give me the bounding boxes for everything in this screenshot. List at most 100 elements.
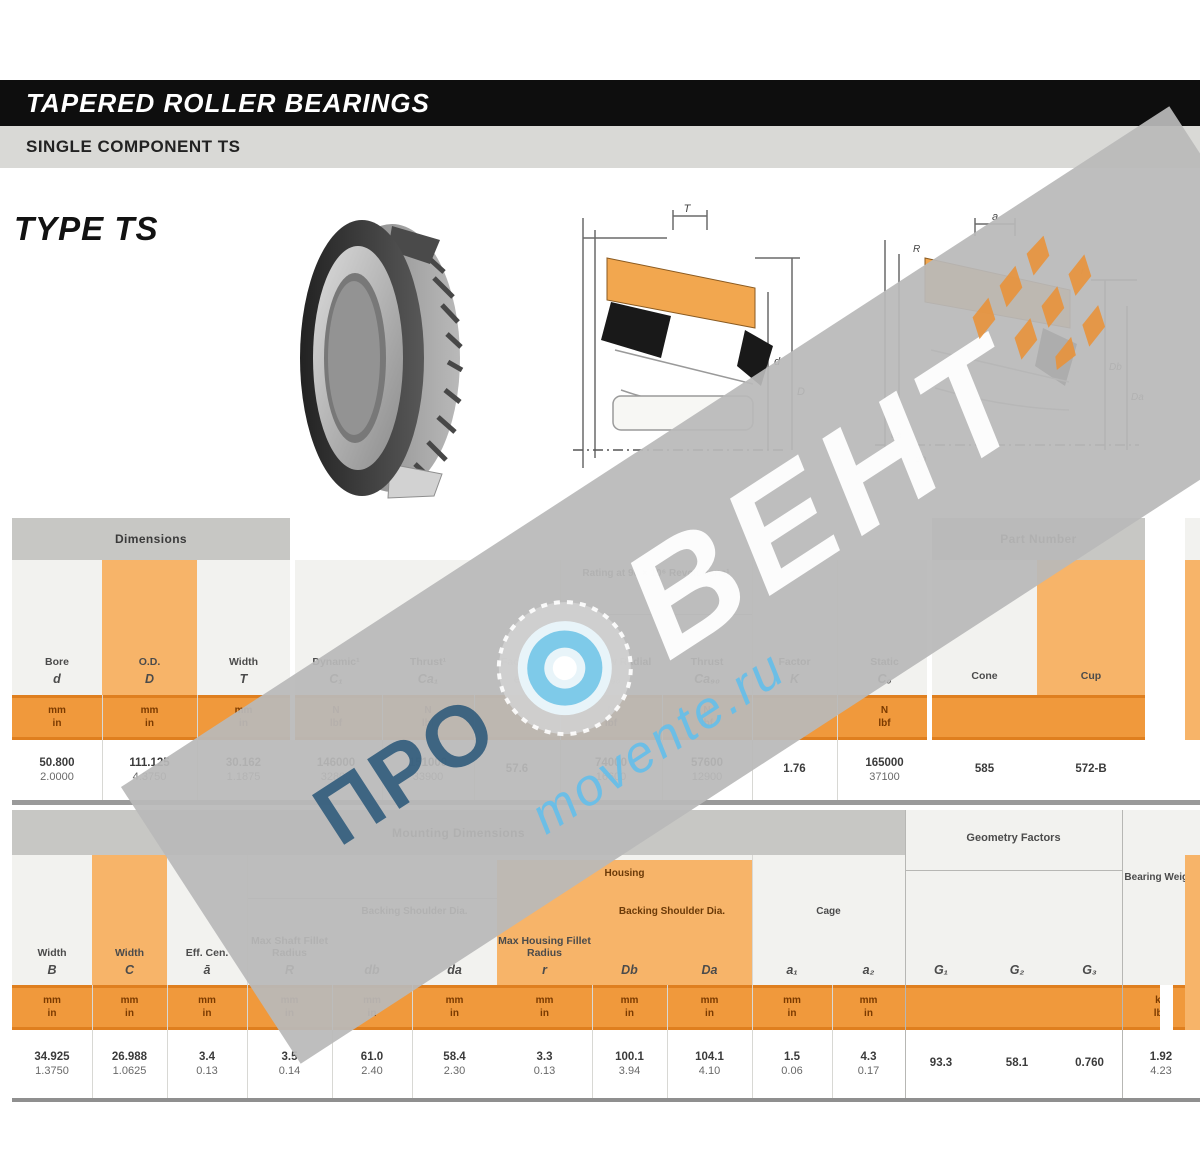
value-metric: 26.988 [111, 1051, 148, 1063]
unit-top: N [880, 705, 889, 716]
unit-top: mm [43, 995, 61, 1006]
col-symbol: D [144, 672, 155, 686]
col-symbol: K [789, 672, 800, 686]
col-symbol: R [284, 963, 295, 977]
ratings-table: Dimensions Part Number Rating at 90 × 10… [12, 518, 1200, 805]
unit-top: N [424, 705, 432, 716]
dim-label-db: db [915, 454, 927, 465]
value-inch: 0.13 [533, 1065, 556, 1077]
col-label: Factor [778, 656, 811, 669]
value-metric: 111.125 [129, 757, 170, 769]
value: 58.1 [1005, 1057, 1029, 1069]
value-inch: 2.0000 [40, 771, 74, 783]
page-subtitle: SINGLE COMPONENT TS [26, 137, 241, 156]
t1-col-cone-number: Cone 585 [932, 518, 1037, 805]
col-label: Width [228, 656, 259, 669]
col-label: One-Row Radial [570, 656, 652, 669]
value-metric: 165000 [865, 757, 904, 769]
value-metric: 100.1 [615, 1051, 644, 1063]
col-symbol: Da [701, 963, 718, 977]
value-metric: 1.5 [784, 1051, 800, 1063]
unit-bottom: lbf [329, 717, 343, 729]
dim-label-R: R [913, 244, 920, 255]
col-label: Factor [500, 656, 534, 669]
value-inch: 1.0625 [112, 1065, 147, 1077]
mounting-diagram: a R r da db Db Da [875, 211, 1144, 465]
col-symbol: Db [621, 963, 638, 977]
col-symbol: B [47, 963, 57, 977]
unit-bottom: in [47, 1007, 57, 1019]
value-metric: 30.162 [225, 757, 262, 769]
col-label: Dynamic¹ [312, 656, 360, 669]
t2-col-geometry-g2: G₂ 58.1 [977, 810, 1057, 1105]
dim-label-T: T [684, 203, 692, 215]
unit-bottom: in [239, 717, 248, 729]
value-metric: 57600 [691, 757, 723, 769]
unit-bottom: lbf [878, 717, 891, 729]
page-title: TAPERED ROLLER BEARINGS [26, 87, 430, 118]
col-symbol: Ca₁ [417, 672, 439, 686]
value-metric: 146000 [316, 757, 356, 769]
unit-bottom: in [125, 1007, 134, 1019]
subtitle-bar: SINGLE COMPONENT TS [0, 126, 1200, 168]
value-metric: 4.3 [860, 1051, 877, 1063]
col-symbol: a₂ [862, 963, 875, 977]
col-symbol: d [53, 672, 61, 686]
unit-top: mm [234, 705, 253, 716]
col-symbol: a₁ [786, 963, 798, 977]
col-label: Thrust¹ [409, 656, 447, 669]
mounting-table: Mounting Dimensions Housing Backing Shou… [12, 810, 1200, 1105]
unit-top: mm [140, 705, 159, 716]
value-inch: 4.3750 [132, 771, 167, 783]
cup-part-number: 572-B [1075, 763, 1107, 775]
value-inch: 1.3750 [35, 1065, 69, 1077]
col-label: Max Shaft Fillet Radius [250, 934, 328, 960]
unit-bottom: in [540, 1007, 549, 1019]
value-metric: 3.4 [199, 1051, 215, 1063]
value-kg: 1.92 [1149, 1051, 1173, 1063]
col-label: Static [870, 656, 899, 669]
unit-bottom: in [787, 1007, 797, 1019]
value-inch: 2.30 [443, 1065, 466, 1077]
value-inch: 32800 [320, 771, 352, 783]
unit-top: mm [859, 995, 878, 1006]
col-label: Width [37, 947, 67, 960]
value-inch: 3.94 [618, 1065, 641, 1077]
value-inch: 16600 [595, 771, 627, 783]
unit-bottom: lbf [604, 717, 618, 729]
unit-top: mm [198, 995, 216, 1006]
unit-top: mm [120, 995, 139, 1006]
value-inch: 0.17 [857, 1065, 880, 1077]
unit-bottom: in [52, 717, 62, 729]
unit-bottom: in [450, 1007, 459, 1019]
col-symbol: G₁ [933, 963, 949, 977]
dim-label-d: d [774, 356, 781, 368]
value-inch: 0.13 [196, 1065, 218, 1077]
value-metric: 74000 [595, 757, 627, 769]
col-symbol: C₉₀ [601, 672, 621, 686]
col-symbol: da [447, 963, 462, 977]
col-label: Cone [971, 670, 998, 683]
value: 93.3 [929, 1057, 953, 1069]
col-symbol: T [239, 672, 248, 686]
unit-bottom: in [864, 1007, 873, 1019]
col-symbol: db [364, 963, 380, 977]
col-label: O.D. [138, 656, 161, 669]
unit-top: mm [620, 995, 639, 1006]
unit-top: N [332, 705, 340, 716]
col-symbol: e [513, 672, 521, 686]
